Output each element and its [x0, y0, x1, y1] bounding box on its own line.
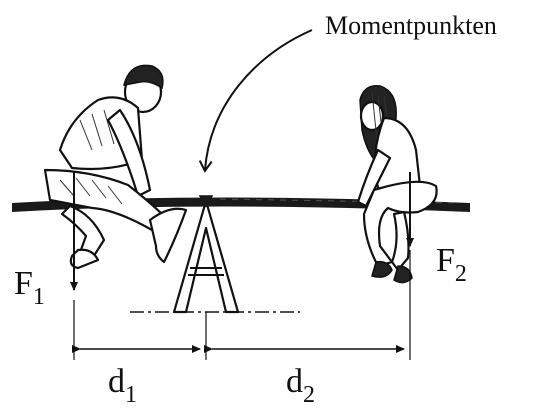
distance-right-label: d2 [286, 363, 315, 408]
boy-figure [43, 64, 188, 270]
distance-left-label: d1 [108, 363, 137, 408]
pivot-pointer-arrow [198, 29, 313, 173]
force-right-label: F2 [436, 242, 467, 287]
girl-figure [356, 85, 438, 284]
pivot-label: Momentpunkten [325, 11, 497, 40]
force-left-label: F1 [14, 265, 45, 310]
